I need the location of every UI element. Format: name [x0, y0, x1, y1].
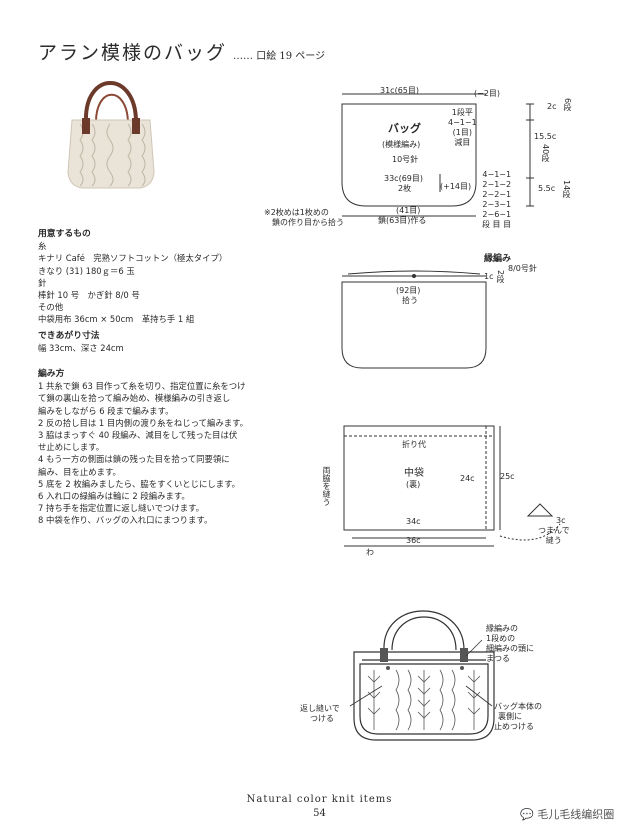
note-fix-inside: バッグ本体の 裏側に 止めつける: [494, 702, 542, 731]
needles: 棒針 10 号 かぎ針 8/0 号: [38, 290, 140, 301]
panel-subtitle: (模様編み): [382, 140, 421, 149]
side-a: 2c: [547, 102, 557, 111]
size-section: できあがり寸法 幅 33cm、深さ 24cm: [38, 324, 124, 354]
outer-width: 36c: [406, 536, 421, 545]
edging-needle: 8/0号針: [508, 264, 537, 273]
method-step: 編み、目を止めます。: [38, 466, 121, 477]
note-backstitch: 返し縫いで つける: [300, 704, 340, 723]
chain-start: 鎖(63目)作る: [378, 216, 427, 225]
top-width: 31c(65目): [380, 86, 419, 95]
side-c-rows: 14段: [562, 180, 571, 199]
lining-subtitle: (裏): [406, 480, 421, 489]
fold-allowance: 折り代: [402, 440, 426, 449]
title-reference: …… 口絵 19 ページ: [233, 51, 326, 62]
size-heading: できあがり寸法: [38, 331, 100, 341]
side-c: 5.5c: [538, 184, 556, 193]
method-step: て鎖の裏山を拾って編み始め、模様編みの引き返し: [38, 393, 231, 404]
top-right-decrease: (−2目): [474, 89, 501, 98]
edging-rows: 2段: [496, 270, 505, 284]
under-width: (41目): [396, 206, 421, 215]
size-value: 幅 33cm、深さ 24cm: [38, 343, 124, 354]
side-b: 15.5c: [534, 132, 557, 141]
materials-section: 用意するもの 糸 キナリ Café 完熟ソフトコットン（極太タイプ） きなり (…: [38, 222, 227, 326]
edging-width: (92目): [396, 286, 421, 295]
method-step: 3 脇はまっすぐ 40 段編み、減目をして残った目は伏: [38, 430, 238, 441]
outer-height: 25c: [500, 472, 515, 481]
fold-mark: わ: [366, 548, 374, 557]
side-b-rows: 40段: [541, 144, 550, 163]
method-section: 編み方 1 共糸で鎖 63 目作って糸を切り、指定位置に糸をつけ て鎖の裏山を拾…: [38, 362, 248, 527]
method-step: 4 もう一方の側面は鎖の残った目を拾って同要領に: [38, 454, 230, 465]
corner-note: つまんで 縫う: [538, 526, 570, 545]
bottom-width: 33c(69目): [384, 174, 423, 183]
footer-series: Natural color knit items: [246, 794, 393, 805]
materials-heading: 用意するもの: [38, 229, 91, 239]
method-step: 7 持ち手を指定位置に返し縫いでつけます。: [38, 503, 205, 514]
chat-icon: 💬: [520, 808, 534, 821]
other-items: 中袋用布 36cm × 50cm 革持ち手 1 組: [38, 314, 195, 325]
method-step: 1 共糸で鎖 63 目作って糸を切り、指定位置に糸をつけ: [38, 381, 246, 392]
plus-14: (+14目): [440, 182, 472, 191]
note-second-panel: ※2枚めは1枚めの 鎖の作り目から拾う: [264, 208, 344, 227]
method-step: せ止めにします。: [38, 442, 105, 453]
lining-title: 中袋: [404, 468, 424, 479]
inner-height: 24c: [460, 474, 475, 483]
corner-size: 3c: [556, 516, 566, 525]
bottom-count: 2枚: [398, 184, 412, 193]
title-text: アラン模様のバッグ: [38, 42, 228, 64]
method-step: 編みをしながら 6 段まで編みます。: [38, 405, 174, 416]
needle-label: 針: [38, 277, 47, 288]
method-step: 8 中袋を作り、バッグの入れ口にまつります。: [38, 515, 213, 526]
decrease-rows: 4−1−1 2−1−2 2−2−1 2−3−1 2−6−1 段 目 目: [482, 170, 512, 229]
watermark: 💬 毛儿毛线编织圈: [520, 808, 615, 821]
panel-needle: 10号針: [392, 155, 419, 164]
edging-side: 1c: [484, 272, 494, 281]
yarn-name: キナリ Café 完熟ソフトコットン（極太タイプ）: [38, 253, 228, 264]
other-label: その他: [38, 302, 64, 313]
page-number: 54: [313, 808, 326, 819]
right-rows: 1段平 4−1−1 (1目) 減目: [448, 108, 477, 147]
method-step: 6 入れ口の緑編みは輪に 2 段編みます。: [38, 491, 190, 502]
yarn-color: きなり (31) 180ｇ＝6 玉: [38, 265, 135, 276]
method-step: 5 底を 2 枚編みましたら、脇をすくいとじにします。: [38, 478, 241, 489]
method-step: 2 反の拾し目は 1 目内側の渡り糸をねじって編みます。: [38, 417, 249, 428]
yarn-label: 糸: [38, 241, 47, 252]
sew-sides: 両脇を縫う: [322, 466, 331, 506]
side-a-rows: 6段: [563, 98, 572, 112]
edging-pick: 拾う: [402, 296, 418, 305]
panel-title: バッグ: [388, 122, 421, 135]
method-heading: 編み方: [38, 369, 65, 379]
edging-label: 縁編み: [484, 254, 512, 264]
page-title: アラン模様のバッグ …… 口絵 19 ページ: [38, 38, 325, 65]
inner-width: 34c: [406, 517, 421, 526]
note-attach-edging: 縁編みの 1段めの 細編みの頭に まつる: [486, 624, 534, 663]
